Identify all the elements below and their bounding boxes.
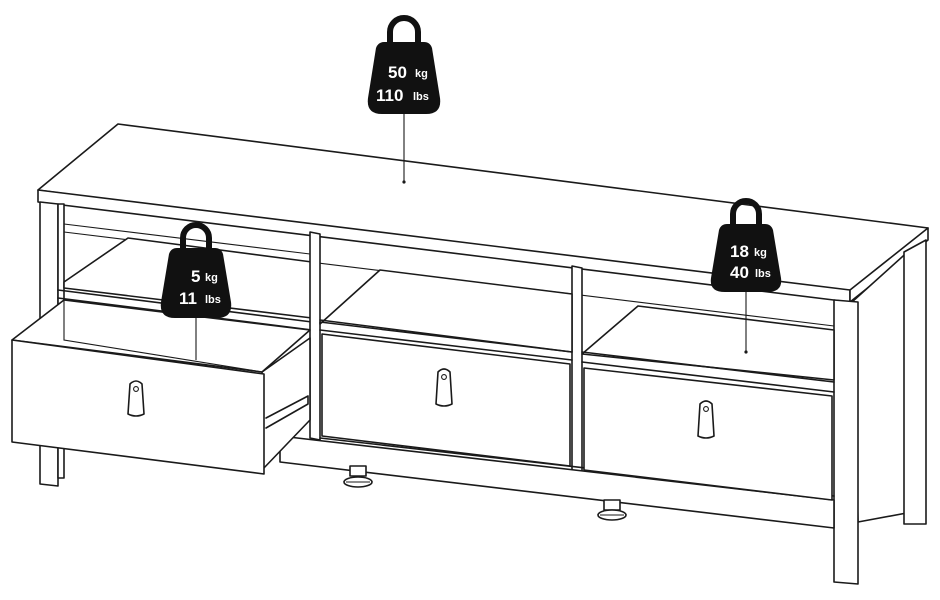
top-panel-side-edge <box>849 227 929 303</box>
adjustable-foot-icon <box>597 499 627 521</box>
drawer-handle-screw <box>441 374 447 380</box>
drawer-handle-icon[interactable] <box>435 368 453 407</box>
weight-top-lbs-unit: lbs <box>413 91 429 103</box>
middle-shelf-edge <box>319 319 573 353</box>
weight-top-kg-unit: kg <box>415 68 428 80</box>
middle-shelf <box>319 269 573 353</box>
weight-shelf-kg-unit: kg <box>754 247 767 259</box>
weight-drawer-kg-unit: kg <box>205 272 218 284</box>
weight-drawer-lbs-value: 11 <box>179 289 197 308</box>
right-back-leg <box>903 239 927 525</box>
weight-icon <box>710 198 782 292</box>
cabinet <box>37 123 929 585</box>
right-shelf <box>581 305 835 381</box>
right-shelf-edge <box>581 351 835 383</box>
weight-drawer: 5 kg 11 lbs <box>160 222 232 360</box>
right-shelf-edge-lower <box>581 361 835 393</box>
adjustable-feet <box>343 465 627 521</box>
adjustable-foot-icon <box>343 465 373 488</box>
weight-drawer-lbs-unit: lbs <box>205 294 221 306</box>
weight-shelf: 18 kg 40 lbs <box>710 198 782 354</box>
drawer-middle[interactable] <box>321 333 571 467</box>
weight-drawer-kg-value: 5 <box>191 267 200 286</box>
weight-top-kg-value: 50 <box>388 63 407 82</box>
drawers <box>11 299 833 501</box>
drawer-left-slide <box>265 395 309 429</box>
middle-shelf-edge-lower <box>319 329 573 361</box>
weight-top: 50 kg 110 lbs <box>367 15 441 184</box>
drawer-handle-screw <box>133 386 139 392</box>
weight-icon <box>367 15 441 114</box>
weight-shelf-lbs-unit: lbs <box>755 268 771 280</box>
drawer-handle-icon[interactable] <box>697 400 715 439</box>
drawer-right[interactable] <box>583 367 833 501</box>
weight-shelf-lbs-value: 40 <box>730 263 749 282</box>
weight-top-lbs-value: 110 <box>376 86 403 105</box>
weight-shelf-kg-value: 18 <box>730 242 749 261</box>
drawer-handle-icon[interactable] <box>127 380 145 417</box>
weight-icon <box>160 222 232 318</box>
interior-back-line-2 <box>63 223 311 255</box>
drawer-left-open[interactable] <box>11 299 311 475</box>
divider-left <box>309 231 321 441</box>
drawer-left-box-top <box>11 299 311 373</box>
drawer-left-inner <box>63 300 263 373</box>
right-front-leg <box>833 299 859 585</box>
drawer-handle-screw <box>703 406 709 412</box>
divider-right <box>571 265 583 473</box>
